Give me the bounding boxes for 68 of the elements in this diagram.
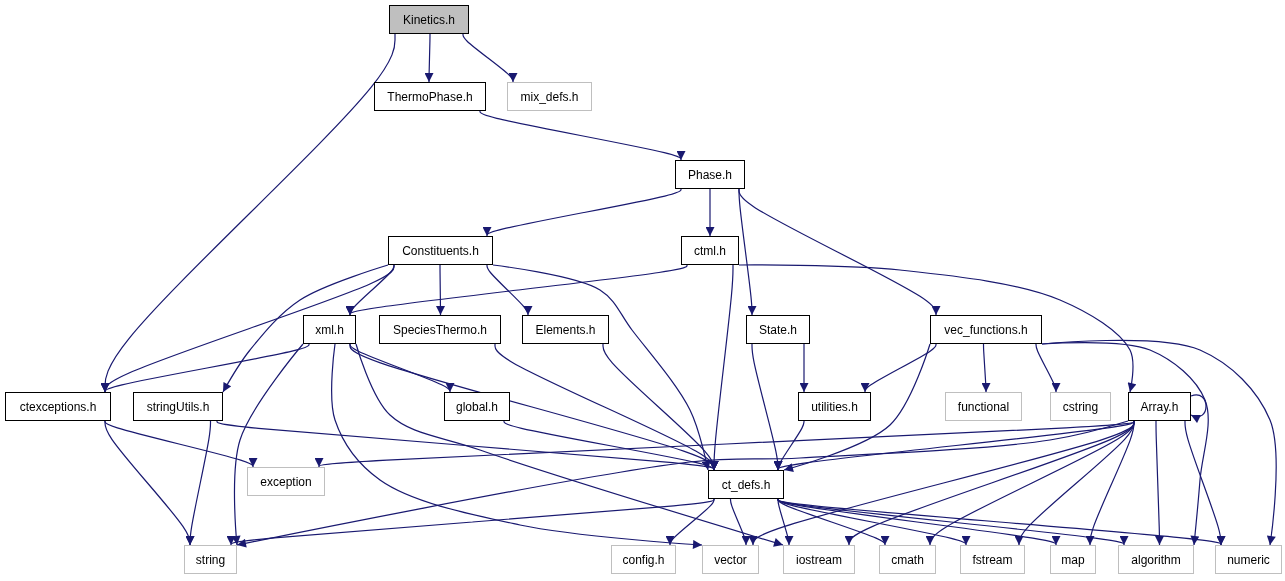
arrow	[738, 188, 941, 316]
arrow	[705, 188, 715, 237]
arrow	[1035, 343, 1061, 393]
file-box: ctexceptions.h	[5, 392, 111, 421]
file-box: cmath	[879, 545, 936, 574]
file-box: algorithm	[1118, 545, 1194, 574]
file-box: vector	[702, 545, 759, 574]
file-box: string	[184, 545, 237, 574]
arrow	[777, 498, 1129, 546]
arrow	[226, 498, 715, 546]
file-box: cstring	[1050, 392, 1111, 421]
file-box: config.h	[611, 545, 676, 574]
arrow	[981, 343, 991, 393]
file-box: ThermoPhase.h	[374, 82, 486, 111]
arrow	[799, 343, 809, 393]
arrow	[665, 498, 715, 546]
arrow	[777, 498, 890, 546]
file-box: SpeciesThermo.h	[379, 315, 501, 344]
arrow	[222, 264, 389, 393]
file-box: State.h	[746, 315, 810, 344]
arrow	[355, 343, 784, 547]
arrow	[436, 264, 445, 316]
file-box: Kinetics.h	[389, 5, 469, 34]
arrow	[1041, 339, 1277, 546]
arrow	[1190, 394, 1207, 423]
arrow	[492, 264, 711, 471]
file-box: global.h	[444, 392, 510, 421]
file-box: exception	[247, 467, 325, 496]
arrow	[1085, 420, 1135, 546]
arrow	[773, 420, 1135, 471]
file-box: numeric	[1215, 545, 1282, 574]
arrow	[104, 420, 258, 468]
file-box: Phase.h	[675, 160, 745, 189]
arrow	[738, 264, 1137, 393]
arrow	[729, 498, 751, 546]
arrow	[482, 188, 682, 237]
arrow	[231, 343, 304, 546]
file-box: stringUtils.h	[133, 392, 223, 421]
arrow	[1155, 420, 1164, 546]
file-box: xml.h	[303, 315, 356, 344]
file-box: ct_defs.h	[708, 470, 784, 499]
arrow	[503, 420, 719, 471]
file-box: vec_functions.h	[930, 315, 1042, 344]
file-box: utilities.h	[798, 392, 871, 421]
arrow	[424, 33, 434, 83]
arrow	[314, 420, 1135, 468]
arrow	[783, 343, 931, 472]
file-box: mix_defs.h	[507, 82, 592, 111]
arrow	[777, 498, 794, 546]
file-box: Elements.h	[522, 315, 609, 344]
arrow	[486, 264, 533, 316]
arrow	[331, 343, 703, 549]
file-box: Array.h	[1128, 392, 1191, 421]
file-box: iostream	[783, 545, 855, 574]
arrow	[349, 343, 455, 393]
arrow	[100, 343, 310, 393]
arrow	[777, 498, 1226, 546]
arrow	[185, 420, 212, 546]
arrow	[345, 264, 688, 316]
file-box: Constituents.h	[388, 236, 493, 265]
arrow	[860, 343, 937, 393]
file-box: functional	[945, 392, 1022, 421]
file-box: fstream	[960, 545, 1025, 574]
arrow	[236, 420, 1129, 548]
file-box: ctml.h	[681, 236, 739, 265]
arrow	[479, 110, 686, 161]
file-box: map	[1050, 545, 1096, 574]
arrow	[462, 33, 518, 83]
